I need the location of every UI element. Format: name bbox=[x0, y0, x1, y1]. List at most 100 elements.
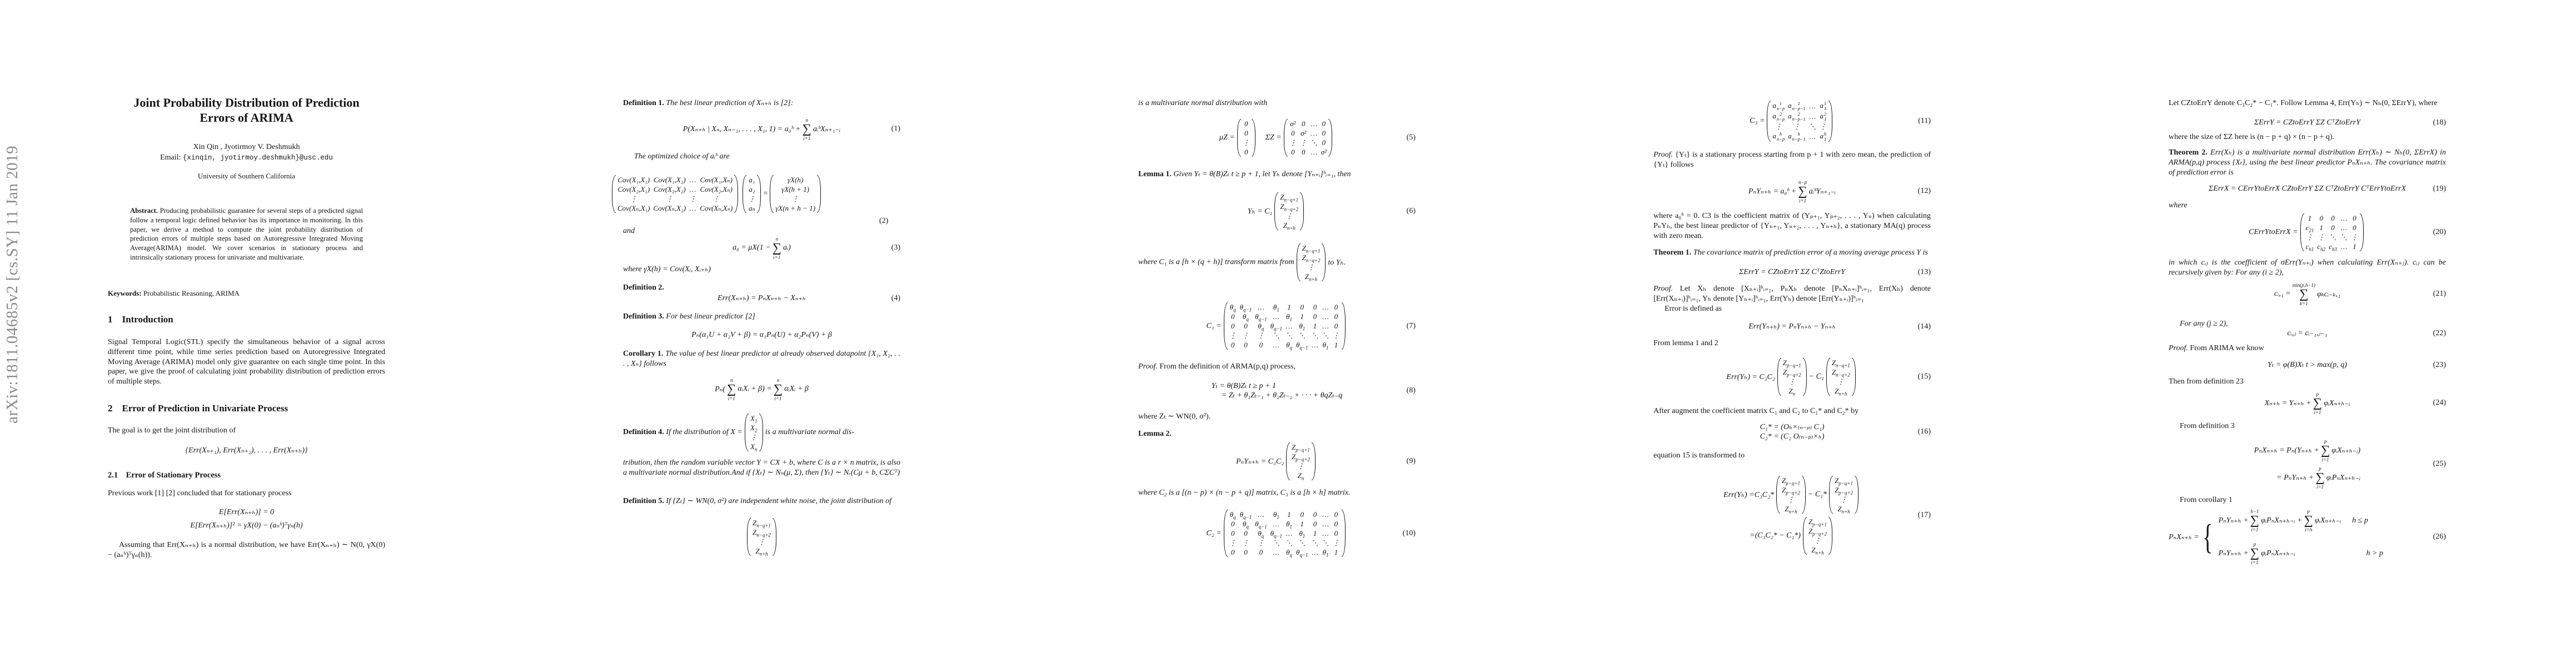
matrix-row: γX(h + 1) bbox=[774, 185, 817, 194]
matrix-cell: ⋮ bbox=[1242, 539, 1249, 547]
sum-lower: k=1 bbox=[2300, 300, 2308, 306]
matrix-cell: 0 bbox=[1230, 322, 1235, 330]
matrix-row: ⋮⋮⋱⋮ bbox=[1771, 122, 1828, 131]
matrix-cell: ⋮ bbox=[630, 195, 637, 203]
matrix-row: Zn+h bbox=[1278, 221, 1300, 231]
definition-label: Definition 1. bbox=[623, 99, 664, 107]
equation-4: Err(Xₙ₊ₕ) = PₙXₙ₊ₕ − Xₙ₊ₕ(4) bbox=[623, 293, 900, 303]
matrix-cell: Zn−q+2 bbox=[1280, 202, 1299, 212]
sum-lower: i=1 bbox=[2321, 457, 2329, 462]
sum-lower: i=1 bbox=[2251, 560, 2259, 565]
matrix-row: ⋮⋮⋮⋱⋱⋱⋱⋱⋮ bbox=[1228, 331, 1342, 340]
eq-lhs: PₙXₙ₊ₕ = bbox=[2169, 532, 2199, 541]
proof-text: Let Xₕ denote [Xₙ₊ᵢ]ʰᵢ₌₁, PₙXₕ denote [P… bbox=[1653, 285, 1931, 303]
matrix-cell: Xn bbox=[750, 442, 758, 452]
matrix-cell: Zp−q+1 bbox=[1782, 476, 1800, 486]
matrix-cell: θq−1 bbox=[1270, 322, 1283, 332]
matrix-cell: 1 bbox=[1287, 510, 1291, 519]
matrix-cell: … bbox=[1311, 148, 1318, 156]
sigma-icon bbox=[2315, 471, 2324, 484]
page-1: Joint Probability Distribution of Predic… bbox=[0, 0, 515, 667]
matrix-cell: ⋮ bbox=[1229, 331, 1237, 340]
sigma-icon bbox=[2313, 397, 2322, 410]
eq-part: = PₙYₙ₊ₕ + bbox=[2276, 474, 2314, 482]
proof-label: Proof. bbox=[1138, 362, 1158, 371]
matrix-row: ⋮ bbox=[774, 194, 817, 203]
matrix-cell: 0 bbox=[1244, 322, 1248, 330]
matrix-cell: Cov(Xₙ,Xₙ) bbox=[700, 204, 733, 212]
matrix-cell: ⋮ bbox=[1332, 331, 1340, 340]
authors: Xin Qin , Jyotirmoy V. Deshmukh bbox=[193, 143, 300, 151]
description-text: where C₁ is a [h × (q + h)] transform ma… bbox=[1138, 258, 1294, 266]
matrix-cell: ⋮ bbox=[666, 195, 674, 203]
page-3: is a multivariate normal distribution wi… bbox=[1030, 0, 1546, 667]
matrix-cell: Zn+h bbox=[1837, 505, 1850, 515]
title-line-2: Errors of ARIMA bbox=[200, 111, 293, 125]
matrix-cell: 0 bbox=[1322, 120, 1326, 128]
matrix-row: a₁ bbox=[746, 175, 757, 185]
matrix-cell: ch3 bbox=[2329, 242, 2337, 252]
eq-lhs: P(Xₙ₊ₕ | Xₙ, Xₙ₋₁, . . . , X₁, 1) = a₀ʰ … bbox=[682, 125, 801, 133]
sigma-icon bbox=[2321, 444, 2330, 457]
matrix-cell: … bbox=[1809, 101, 1816, 110]
matrix-cell: … bbox=[1311, 129, 1318, 137]
matrix-cell: Zn−q+1 bbox=[753, 519, 771, 529]
case-2: PₙYₙ₊ₕ + pi=1 φᵢPₙXₙ₊ₕ₋ᵢ h > p bbox=[2219, 541, 2383, 565]
equation-number: (5) bbox=[1406, 133, 1416, 142]
theorem-1: Theorem 1. The covariance matrix of pred… bbox=[1653, 248, 1931, 258]
eq-lhs: ΣZ = bbox=[1265, 133, 1282, 142]
for-any-text: For any (j ≥ 2), bbox=[2180, 320, 2228, 328]
matrix-cell: c21 bbox=[2305, 223, 2314, 233]
matrix-row: γX(h) bbox=[774, 175, 817, 185]
matrix-cell: θq bbox=[1242, 520, 1249, 530]
matrix-cell: 0 bbox=[1230, 529, 1235, 537]
matrix-row: Zn−q+2 bbox=[1830, 367, 1852, 377]
matrix-row: Zn+h bbox=[1301, 272, 1322, 282]
sigma-icon bbox=[2250, 547, 2259, 560]
matrix-row: Zn bbox=[1290, 471, 1312, 481]
sigma-icon bbox=[2299, 288, 2308, 301]
matrix-cell: aₙ bbox=[748, 204, 755, 212]
error-def-text: Error is defined as bbox=[1665, 305, 1722, 313]
matrix-cell: 0 bbox=[1334, 520, 1338, 528]
matrix-cell: Zp−q+2 bbox=[1782, 368, 1801, 378]
matrix-cell: θq−1 bbox=[1255, 312, 1267, 322]
proof-label: Proof. bbox=[1653, 285, 1673, 293]
equation-number: (15) bbox=[1917, 372, 1931, 381]
matrix-cell: ⋮ bbox=[758, 537, 765, 546]
sigma-icon bbox=[774, 383, 783, 396]
matrix-cell: ch2 bbox=[2317, 242, 2326, 252]
definition-4-continued: tribution, then the random variable vect… bbox=[623, 459, 900, 477]
matrix-cell: γX(h + 1) bbox=[781, 185, 810, 193]
eq-lhs: C₁ = bbox=[1206, 321, 1222, 330]
description-text: to Yₕ. bbox=[1328, 258, 1346, 267]
matrix-cell: 0 bbox=[1334, 312, 1338, 321]
matrix-cell: ⋮ bbox=[712, 195, 720, 203]
matrix-cell: X1 bbox=[750, 414, 758, 424]
matrix-cell: ⋱ bbox=[1808, 122, 1816, 131]
equation-number: (20) bbox=[2433, 228, 2446, 236]
sum-upper: p bbox=[2324, 439, 2327, 444]
case-condition: h ≤ p bbox=[2352, 516, 2368, 525]
matrix-cell: ⋮ bbox=[748, 195, 756, 203]
matrix-cell: γX(n + h − 1) bbox=[775, 204, 816, 212]
theorem-2: Theorem 2. Err(Xₕ) is a multivariate nor… bbox=[2169, 148, 2446, 177]
sum-lower: i=1 bbox=[2316, 484, 2324, 490]
eq-part: αᵢXᵢ + β bbox=[784, 385, 809, 393]
matrix-cell: … bbox=[1809, 132, 1816, 141]
sum-upper: n bbox=[775, 236, 779, 242]
eq-line: C₁* = (Oₕ×₍ₙ₋ₚ₎ C₁) bbox=[1760, 423, 1825, 431]
